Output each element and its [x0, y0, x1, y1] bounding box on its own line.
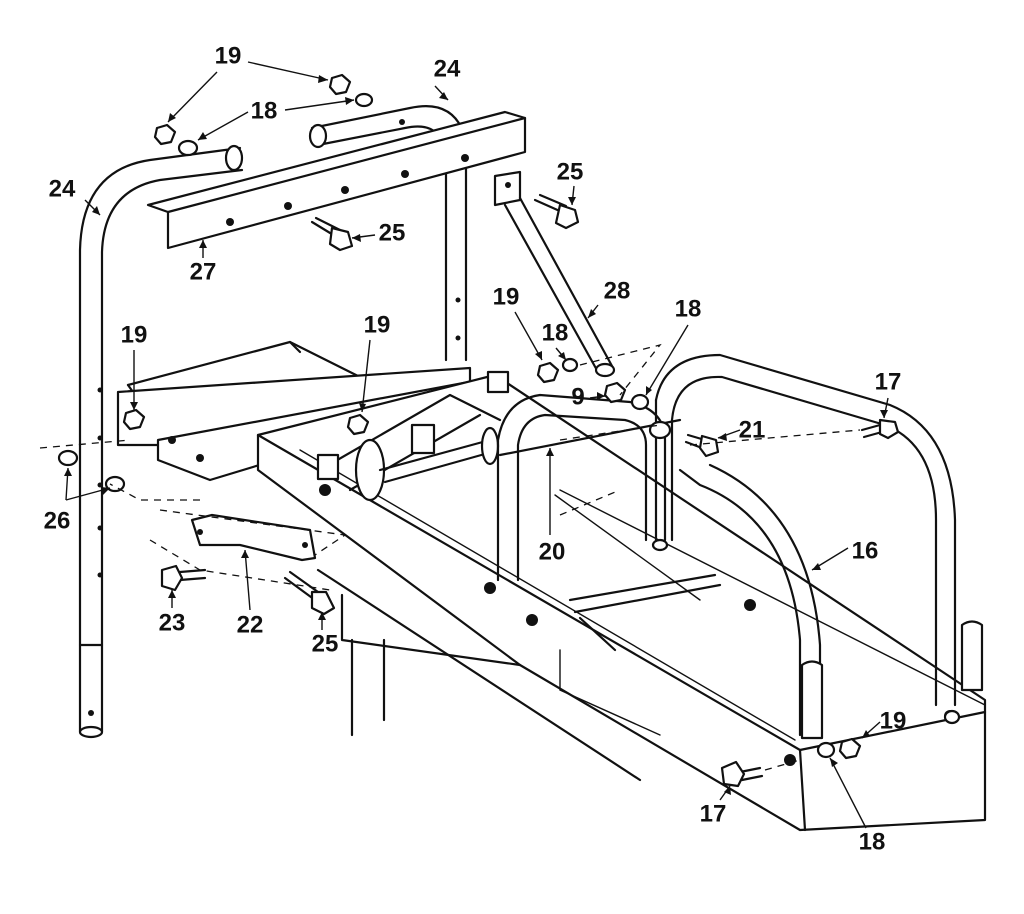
- callout-27: 27: [190, 258, 217, 285]
- callout-19-center: 19: [364, 311, 391, 338]
- callout-17-right: 17: [875, 368, 902, 395]
- callout-19-front: 19: [880, 707, 907, 734]
- bolt-25-upper: [533, 193, 580, 230]
- callout-18-mid: 18: [542, 319, 569, 346]
- washer-26-b: [104, 475, 126, 493]
- callout-25-upper-right: 25: [557, 158, 584, 185]
- callout-20: 20: [539, 538, 566, 565]
- drawing: [39, 61, 987, 832]
- center-bracket-assembly: [316, 370, 510, 502]
- callout-25-mid: 25: [379, 219, 406, 246]
- callout-19-mid: 19: [493, 283, 520, 310]
- callout-21: 21: [739, 416, 766, 443]
- nut-19-topleft: [153, 123, 177, 146]
- callout-19-left: 19: [121, 321, 148, 348]
- callout-18-front: 18: [859, 828, 886, 855]
- nut-9: [603, 381, 627, 404]
- washer-18-mid: [561, 357, 579, 373]
- nut-19-front: [838, 737, 862, 760]
- callout-24-left: 24: [49, 175, 76, 202]
- left-upright-tube: [78, 144, 244, 739]
- callout-16: 16: [852, 537, 879, 564]
- cross-angle-bracket: [146, 110, 527, 250]
- washer-18-top: [354, 92, 374, 108]
- callout-9: 9: [571, 383, 584, 410]
- callout-24-top: 24: [434, 55, 461, 82]
- callout-28: 28: [604, 277, 631, 304]
- callout-23: 23: [159, 609, 186, 636]
- callout-17-front: 17: [700, 800, 727, 827]
- bolt-17-lower: [720, 760, 764, 788]
- washer-front-right: [943, 709, 961, 725]
- bolt-23: [160, 564, 207, 592]
- washer-26-a: [57, 449, 79, 467]
- bolt-17-upper: [860, 418, 900, 440]
- nut-19-mid: [536, 361, 560, 384]
- bolt-25-mid: [310, 216, 354, 252]
- cross-rod: [554, 494, 722, 652]
- washer-18-front: [816, 741, 836, 759]
- bolt-21: [684, 433, 720, 458]
- floor-base: [316, 568, 661, 782]
- callout-25-lower: 25: [312, 630, 339, 657]
- leader-lines: [64, 61, 889, 829]
- diagonal-brace: [493, 170, 616, 378]
- callout-18-top: 18: [251, 97, 278, 124]
- washer-18-topleft: [177, 139, 199, 157]
- front-loop: [648, 353, 984, 740]
- bolt-25-lower: [283, 570, 336, 616]
- nut-19-top: [328, 73, 352, 96]
- small-bracket: [190, 513, 317, 562]
- nut-19-center: [346, 413, 370, 436]
- callout-19-top-left: 19: [215, 42, 242, 69]
- hardware: [57, 73, 961, 760]
- callout-26: 26: [44, 507, 71, 534]
- nut-19-left: [122, 408, 146, 431]
- callout-22: 22: [237, 611, 264, 638]
- callout-18-right: 18: [675, 295, 702, 322]
- washer-18-right: [630, 393, 650, 411]
- bolts: [160, 193, 900, 788]
- callout-labels: 19 24 18 24 25 25 27 28 19 19 19 18 18 9…: [44, 42, 907, 855]
- alignment-lines: [39, 343, 861, 771]
